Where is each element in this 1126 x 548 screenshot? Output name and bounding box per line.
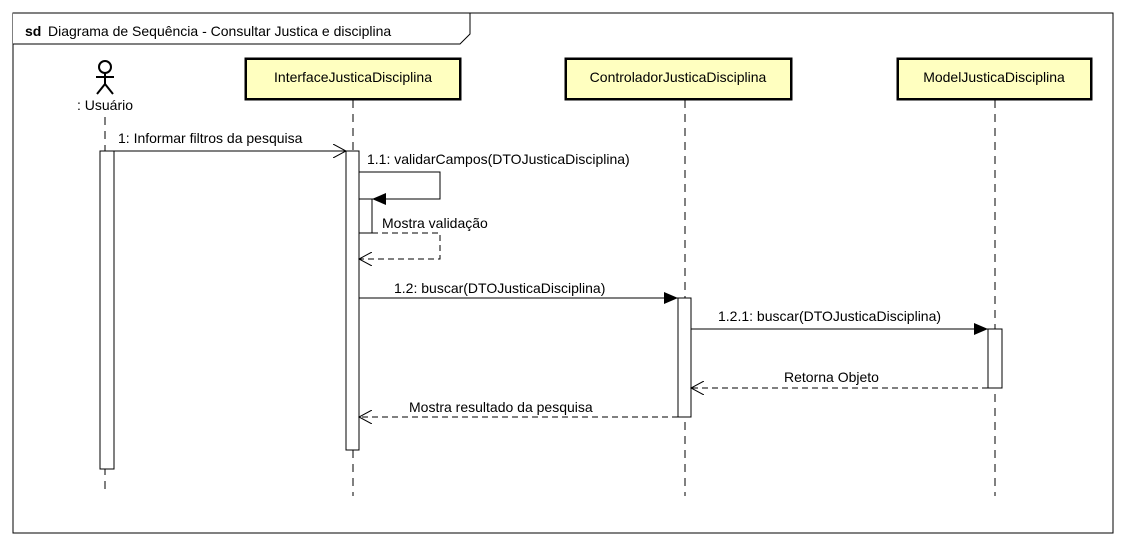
message-label-1: 1: Informar filtros da pesquisa (118, 130, 303, 146)
activation-interface (345, 150, 360, 451)
actor-usuario (96, 60, 114, 95)
message-arrow-reply-validacao (359, 232, 441, 259)
message-label-validacao: Mostra validação (382, 215, 488, 231)
message-label-1-2: 1.2: buscar(DTOJusticaDisciplina) (394, 280, 605, 296)
lifeline-label-interface: InterfaceJusticaDisciplina (274, 69, 432, 85)
frame-title: Diagrama de Sequência - Consultar Justic… (48, 23, 391, 39)
message-label-mostra-resultado: Mostra resultado da pesquisa (409, 399, 593, 415)
frame-keyword: sd (25, 23, 41, 39)
lifeline-label-model: ModelJusticaDisciplina (923, 69, 1065, 85)
message-label-1-1: 1.1: validarCampos(DTOJusticaDisciplina) (367, 151, 630, 167)
activation-interface-self (358, 198, 373, 234)
frame-title-tab (13, 12, 471, 45)
message-arrow-1-1 (359, 171, 441, 205)
actor-label: : Usuário (77, 97, 133, 113)
lifeline-head-model (896, 57, 1093, 101)
message-label-retorna-objeto: Retorna Objeto (784, 369, 879, 385)
lifeline-head-controlador (564, 57, 793, 101)
message-label-1-2-1: 1.2.1: buscar(DTOJusticaDisciplina) (718, 308, 941, 324)
activation-model (987, 328, 1003, 389)
activation-usuario (99, 150, 115, 470)
activation-controlador (677, 297, 692, 418)
message-label-bg-validacao (380, 214, 504, 232)
lifeline-head-interface (244, 57, 462, 101)
lifeline-label-controlador: ControladorJusticaDisciplina (590, 69, 767, 85)
